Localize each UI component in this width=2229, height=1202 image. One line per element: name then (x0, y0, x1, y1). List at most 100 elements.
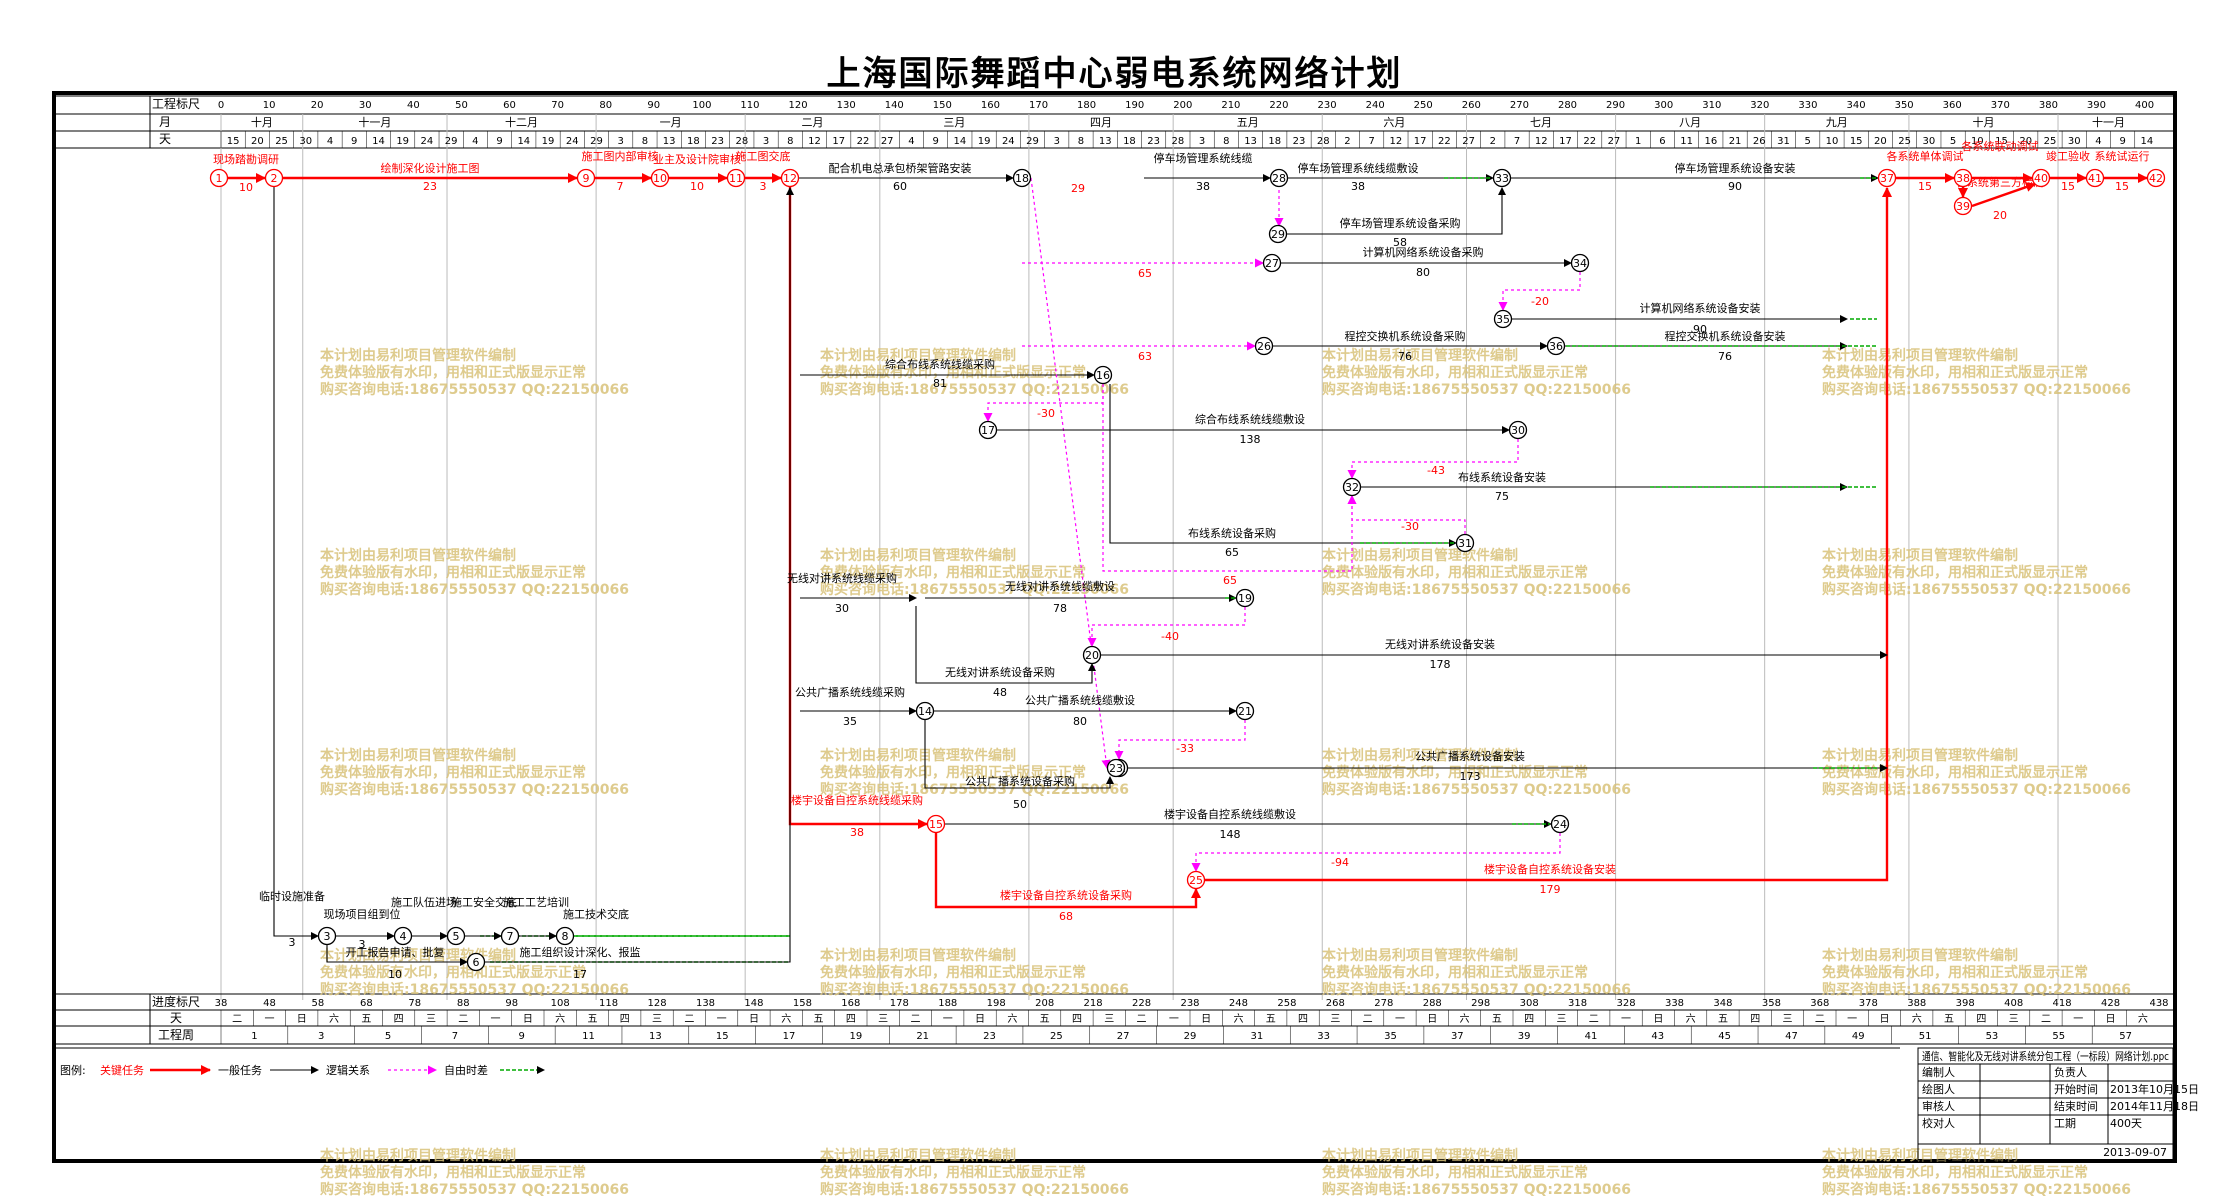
watermark-text: 购买咨询电话:18675550537 QQ:22150066 (820, 981, 1129, 998)
ruler-tick: 250 (1414, 100, 1433, 111)
task-name: 楼宇设备自控系统线缆采购 (791, 793, 923, 807)
node-27: 27 (1262, 253, 1282, 273)
ruler-tick: 60 (503, 100, 516, 111)
node-label: 18 (1015, 172, 1029, 185)
node-34: 34 (1570, 253, 1590, 273)
float-value: -40 (1161, 630, 1179, 643)
week-cell: 41 (1585, 1031, 1598, 1042)
weekday-cell: 二 (1815, 1014, 1825, 1025)
ruler-tick: 370 (1991, 100, 2010, 111)
day-cell: 20 (251, 136, 264, 147)
week-cell: 3 (318, 1031, 324, 1042)
watermark-text: 免费体验版有水印，用相和正式版显示正常 (320, 764, 586, 781)
ruler-tick: 200 (1173, 100, 1192, 111)
node-4: 4 (393, 926, 413, 946)
day-cell: 30 (1922, 136, 1935, 147)
task-name: 楼宇设备自控系统设备安装 (1484, 862, 1616, 876)
edge (485, 187, 794, 963)
progress-tick: 148 (744, 998, 763, 1009)
watermark-text: 免费体验版有水印，用相和正式版显示正常 (820, 1164, 1086, 1181)
day-cell: 8 (642, 136, 648, 147)
title-key: 编制人 (1922, 1065, 1955, 1079)
node-label: 36 (1549, 340, 1563, 353)
weekday-cell: 日 (1427, 1014, 1437, 1025)
float-value: 65 (1138, 267, 1152, 280)
node-39: 39 (1953, 196, 1973, 216)
weekday-cell: 四 (846, 1014, 856, 1025)
task-duration: 138 (1240, 433, 1261, 446)
node-21: 21 (1235, 701, 1255, 721)
day-cell: 25 (2044, 136, 2057, 147)
month-cell: 六月 (1383, 116, 1405, 129)
progress-tick: 318 (1568, 998, 1587, 1009)
watermark-text: 购买咨询电话:18675550537 QQ:22150066 (1822, 381, 2131, 398)
critical-edge (934, 832, 1201, 909)
progress-tick: 178 (890, 998, 909, 1009)
progress-tick: 108 (551, 998, 570, 1009)
progress-tick: 328 (1617, 998, 1636, 1009)
progress-tick: 398 (1956, 998, 1975, 1009)
node-10: 10 (650, 168, 670, 188)
weekday-cell: 六 (1007, 1013, 1017, 1025)
progress-tick: 168 (841, 998, 860, 1009)
watermark-text: 购买咨询电话:18675550537 QQ:22150066 (1322, 581, 1631, 598)
node-label: 19 (1238, 592, 1252, 605)
day-cell: 10 (1971, 136, 1984, 147)
task-name: 施工队伍进场 (391, 895, 457, 909)
day-cell: 18 (1123, 136, 1136, 147)
legend-logic: 逻辑关系 (326, 1063, 370, 1077)
day-cell: 20 (2019, 136, 2032, 147)
node-label: 4 (400, 930, 407, 943)
node-label: 15 (929, 818, 943, 831)
weekday-cell: 三 (1330, 1014, 1340, 1025)
node-7: 7 (500, 926, 520, 946)
week-cell: 13 (649, 1031, 662, 1042)
task-name: 停车场管理系统设备采购 (1340, 216, 1461, 230)
progress-tick: 368 (1810, 998, 1829, 1009)
progress-tick: 218 (1084, 998, 1103, 1009)
day-cell: 4 (908, 136, 914, 147)
weekday-cell: 一 (1847, 1014, 1857, 1025)
task-name: 现场踏勘调研 (213, 152, 279, 166)
progress-tick: 428 (2101, 998, 2120, 1009)
ruler-tick: 110 (740, 100, 759, 111)
task-duration: 3 (289, 936, 296, 949)
title-block: 通信、智能化及无线对讲系统分包工程（一标段）网络计划.ppc编制人负责人绘图人开… (1917, 1047, 2199, 1161)
node-circle (1012, 168, 1032, 188)
task-duration: 10 (388, 968, 402, 981)
float-value: -30 (1401, 520, 1419, 533)
progress-tick: 158 (793, 998, 812, 1009)
weekday-cell: 一 (717, 1014, 727, 1025)
ruler-tick: 400 (2135, 100, 2154, 111)
task-name: 现场项目组到位 (324, 907, 401, 921)
watermark-text: 免费体验版有水印，用相和正式版显示正常 (1822, 764, 2088, 781)
day-cell: 29 (1026, 136, 1039, 147)
weekday-cell: 三 (652, 1014, 662, 1025)
node-label: 23 (1109, 762, 1123, 775)
day-cell: 28 (1317, 136, 1330, 147)
day-cell: 5 (1950, 136, 1956, 147)
node-circle (1235, 701, 1255, 721)
watermark-text: 免费体验版有水印，用相和正式版显示正常 (820, 364, 1086, 381)
ruler-tick: 30 (359, 100, 372, 111)
node-label: 42 (2149, 172, 2163, 185)
weekday-cell: 四 (620, 1014, 630, 1025)
node-35: 35 (1493, 309, 1513, 329)
progress-tick: 298 (1471, 998, 1490, 1009)
task-name: 公共广播系统设备安装 (1415, 749, 1525, 763)
node-20: 20 (1082, 645, 1102, 665)
week-cell: 39 (1518, 1031, 1531, 1042)
weekday-cell: 四 (1298, 1014, 1308, 1025)
float-value: 63 (1138, 350, 1152, 363)
ruler-tick: 150 (933, 100, 952, 111)
week-cell: 1 (251, 1031, 257, 1042)
edge (1498, 272, 1581, 311)
task-name: 系统试运行 (2095, 150, 2150, 163)
task-name: 无线对讲系统线缆敷设 (1005, 579, 1115, 593)
node-circle (446, 926, 466, 946)
task-name: 程控交换机系统设备安装 (1665, 329, 1786, 343)
task-duration: 35 (843, 715, 857, 728)
watermark-text: 本计划由易利项目管理软件编制 (1822, 747, 2018, 764)
watermark-text: 本计划由易利项目管理软件编制 (1822, 347, 2018, 364)
